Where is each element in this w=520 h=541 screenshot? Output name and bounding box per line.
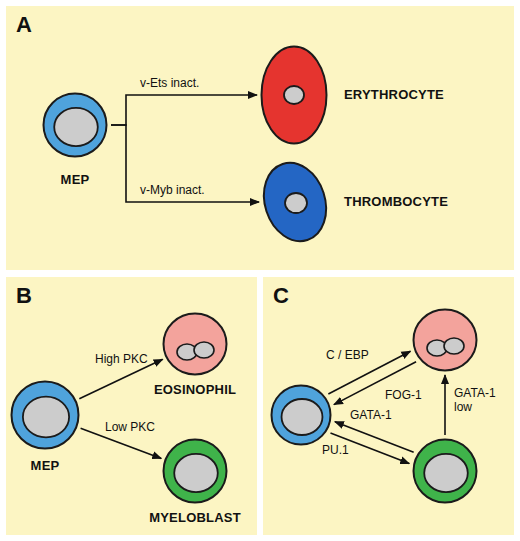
cell-body (414, 440, 477, 503)
cell-nucleus (424, 454, 468, 492)
panel-letter: B (16, 283, 32, 309)
edge-label: GATA-1 (350, 408, 392, 422)
cell-node: MEP (10, 380, 80, 450)
edge-label: FOG-1 (385, 388, 422, 402)
cell-node: EOSINOPHIL (162, 312, 228, 376)
cell-body (262, 47, 327, 144)
cell-body (12, 382, 79, 449)
cell-body (44, 94, 107, 157)
arrow-connector (444, 375, 446, 435)
cell-nucleus (284, 86, 304, 104)
cell-body (254, 155, 336, 250)
cell-node (412, 308, 478, 372)
edge-label: GATA-1 low (454, 386, 500, 414)
cell-label: MEP (31, 458, 60, 473)
cell-node: ERYTHROCYTE (260, 45, 328, 145)
edge-label: C / EBP (326, 348, 369, 362)
cell-body (414, 310, 477, 371)
cell-drawing (10, 380, 80, 450)
cell-label: MEP (61, 172, 90, 187)
cell-label: MYELOBLAST (149, 510, 241, 525)
cell-drawing (162, 312, 228, 376)
panel-letter: C (273, 283, 289, 309)
cell-nucleus (54, 108, 98, 146)
cell-node: MYELOBLAST (162, 438, 228, 504)
cell-nucleus (285, 193, 307, 213)
cell-node: MEP (42, 92, 108, 158)
cell-node (270, 384, 332, 446)
figure-panel: B MEP EOSINOPHIL MYELOBLAST (6, 277, 257, 535)
cell-drawing (162, 438, 228, 504)
cell-body (272, 386, 331, 445)
cell-label: EOSINOPHIL (154, 382, 236, 397)
cell-nucleus (174, 454, 218, 492)
cell-drawing (412, 308, 478, 372)
cell-nucleus-lobe (194, 342, 214, 358)
cell-drawing (42, 92, 108, 158)
edge-label: Low PKC (105, 420, 155, 434)
edge-label: High PKC (95, 352, 148, 366)
cell-drawing (270, 384, 332, 446)
figure-panel: A MEP ERYTHROCYTE THROMBOCYTE (6, 6, 514, 270)
cell-drawing (262, 160, 328, 244)
cell-node (412, 438, 478, 504)
cell-drawing (260, 45, 328, 145)
cell-label: ERYTHROCYTE (344, 87, 444, 102)
arrow-connector (111, 125, 259, 202)
edge-label: PU.1 (322, 443, 349, 457)
edge-label: v-Myb inact. (140, 183, 205, 197)
figure-panel: C (263, 277, 514, 535)
cell-nucleus-lobe (444, 338, 464, 354)
panel-letter: A (16, 12, 32, 38)
cell-nucleus (282, 399, 323, 435)
edge-label: v-Ets inact. (140, 76, 199, 90)
cell-label: THROMBOCYTE (344, 194, 448, 209)
cell-body (164, 314, 227, 375)
cell-nucleus (23, 397, 69, 438)
cell-body (164, 440, 227, 503)
cell-node: THROMBOCYTE (262, 160, 328, 244)
arrow-connector (111, 95, 257, 125)
cell-drawing (412, 438, 478, 504)
